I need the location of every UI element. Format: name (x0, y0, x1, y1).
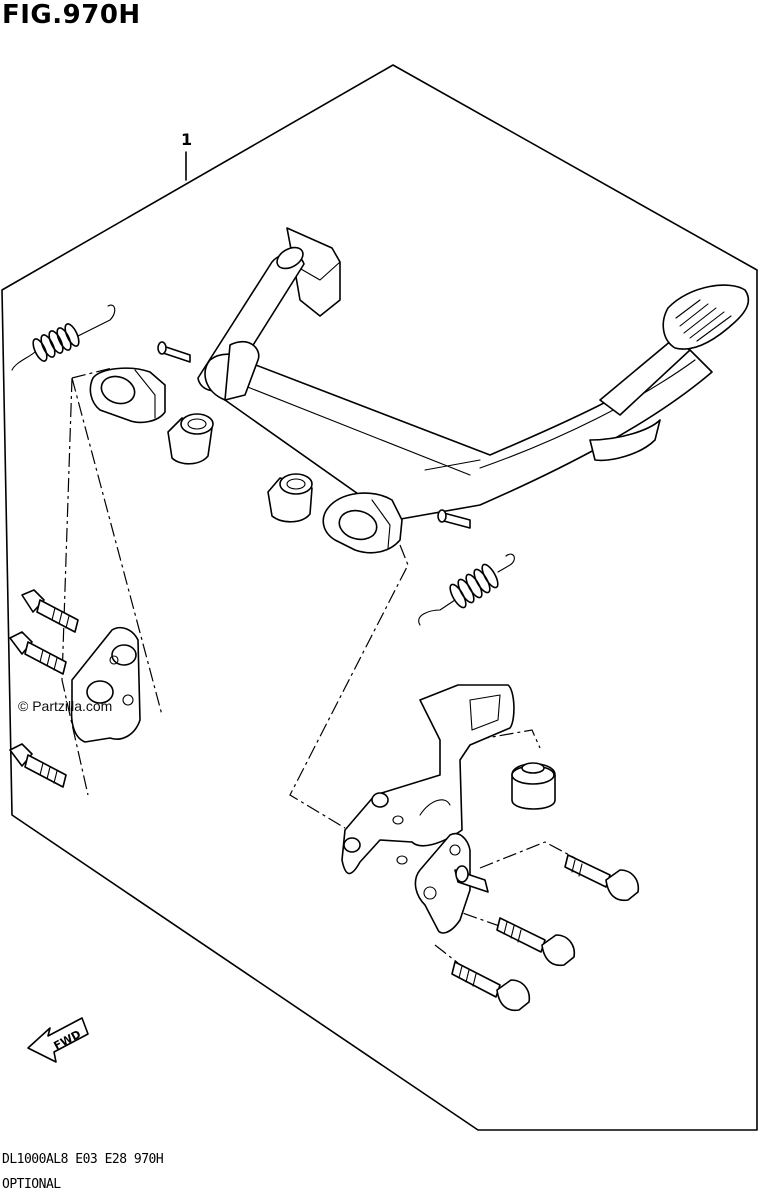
callout-number: 1 (181, 130, 192, 149)
stand-spring-left[interactable] (11, 304, 116, 371)
left-bolt-upper[interactable] (21, 589, 79, 633)
right-bolt-upper[interactable] (564, 854, 640, 902)
left-bolt-lower[interactable] (9, 743, 67, 788)
pivot-pin-right[interactable] (437, 509, 471, 529)
left-mounting-bracket[interactable] (70, 626, 141, 743)
watermark: © Partzilla.com (18, 698, 113, 714)
pivot-bushing-right[interactable] (267, 473, 313, 523)
right-bolt-lower[interactable] (451, 961, 531, 1012)
stand-spring-right[interactable] (418, 553, 515, 626)
leader-stopper (474, 729, 541, 749)
assembly-group-outline (1, 64, 758, 1131)
pivot-bushing-left[interactable] (167, 413, 214, 465)
leader-right-bracket (289, 544, 409, 829)
right-lower-plate[interactable] (414, 832, 489, 934)
right-mounting-bracket[interactable] (341, 684, 515, 875)
leader-left-bracket (61, 367, 163, 796)
pivot-pin-left[interactable] (157, 341, 191, 363)
footer-model-code: DL1000AL8 E03 E28 970H (2, 1152, 164, 1167)
leader-right-bolt-lower (434, 944, 459, 964)
leader-right-bolt-upper (479, 841, 576, 869)
right-bolt-middle[interactable] (496, 917, 576, 967)
left-bolt-middle[interactable] (9, 631, 67, 675)
footer-note: OPTIONAL (2, 1177, 61, 1192)
stopper-rubber[interactable] (511, 762, 556, 810)
center-stand-assembly[interactable] (89, 227, 750, 554)
figure-title: FIG.970H (2, 0, 141, 30)
forward-direction-arrow: FWD (27, 1017, 89, 1063)
